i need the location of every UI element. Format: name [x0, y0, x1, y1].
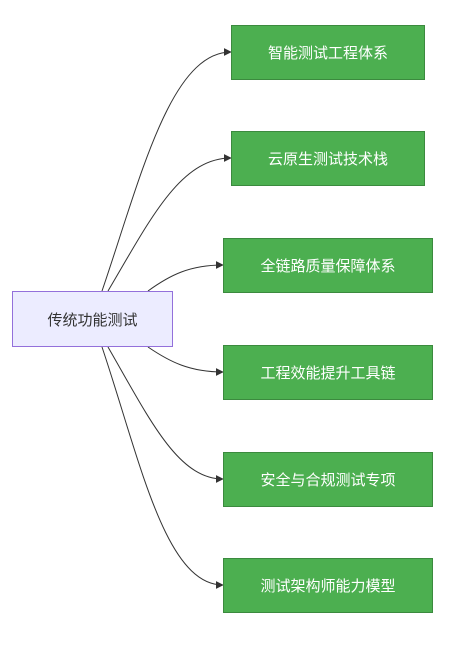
child-node-label: 测试架构师能力模型 — [260, 577, 396, 595]
child-node-security-compliance[interactable]: 安全与合规测试专项 — [223, 452, 433, 507]
child-node-efficiency-toolchain[interactable]: 工程效能提升工具链 — [223, 345, 433, 400]
edge-root-to-node-3 — [147, 261, 224, 292]
child-node-label: 智能测试工程体系 — [267, 44, 388, 62]
root-node-label: 传统功能测试 — [47, 310, 138, 329]
child-node-label: 工程效能提升工具链 — [260, 364, 396, 382]
child-node-label: 安全与合规测试专项 — [260, 471, 396, 489]
child-node-cloud-native-stack[interactable]: 云原生测试技术栈 — [231, 131, 425, 186]
child-node-label: 全链路质量保障体系 — [260, 257, 396, 275]
child-node-architect-model[interactable]: 测试架构师能力模型 — [223, 558, 433, 613]
root-node[interactable]: 传统功能测试 — [12, 291, 173, 347]
child-node-intelligent-testing[interactable]: 智能测试工程体系 — [231, 25, 425, 80]
child-node-full-link-quality[interactable]: 全链路质量保障体系 — [223, 238, 433, 293]
edge-root-to-node-2 — [107, 154, 232, 292]
edge-root-to-node-4 — [147, 346, 224, 376]
edge-root-to-node-5 — [107, 346, 224, 483]
edge-root-to-node-6 — [101, 346, 224, 589]
edge-root-to-node-1 — [101, 48, 232, 292]
child-node-label: 云原生测试技术栈 — [267, 150, 388, 168]
